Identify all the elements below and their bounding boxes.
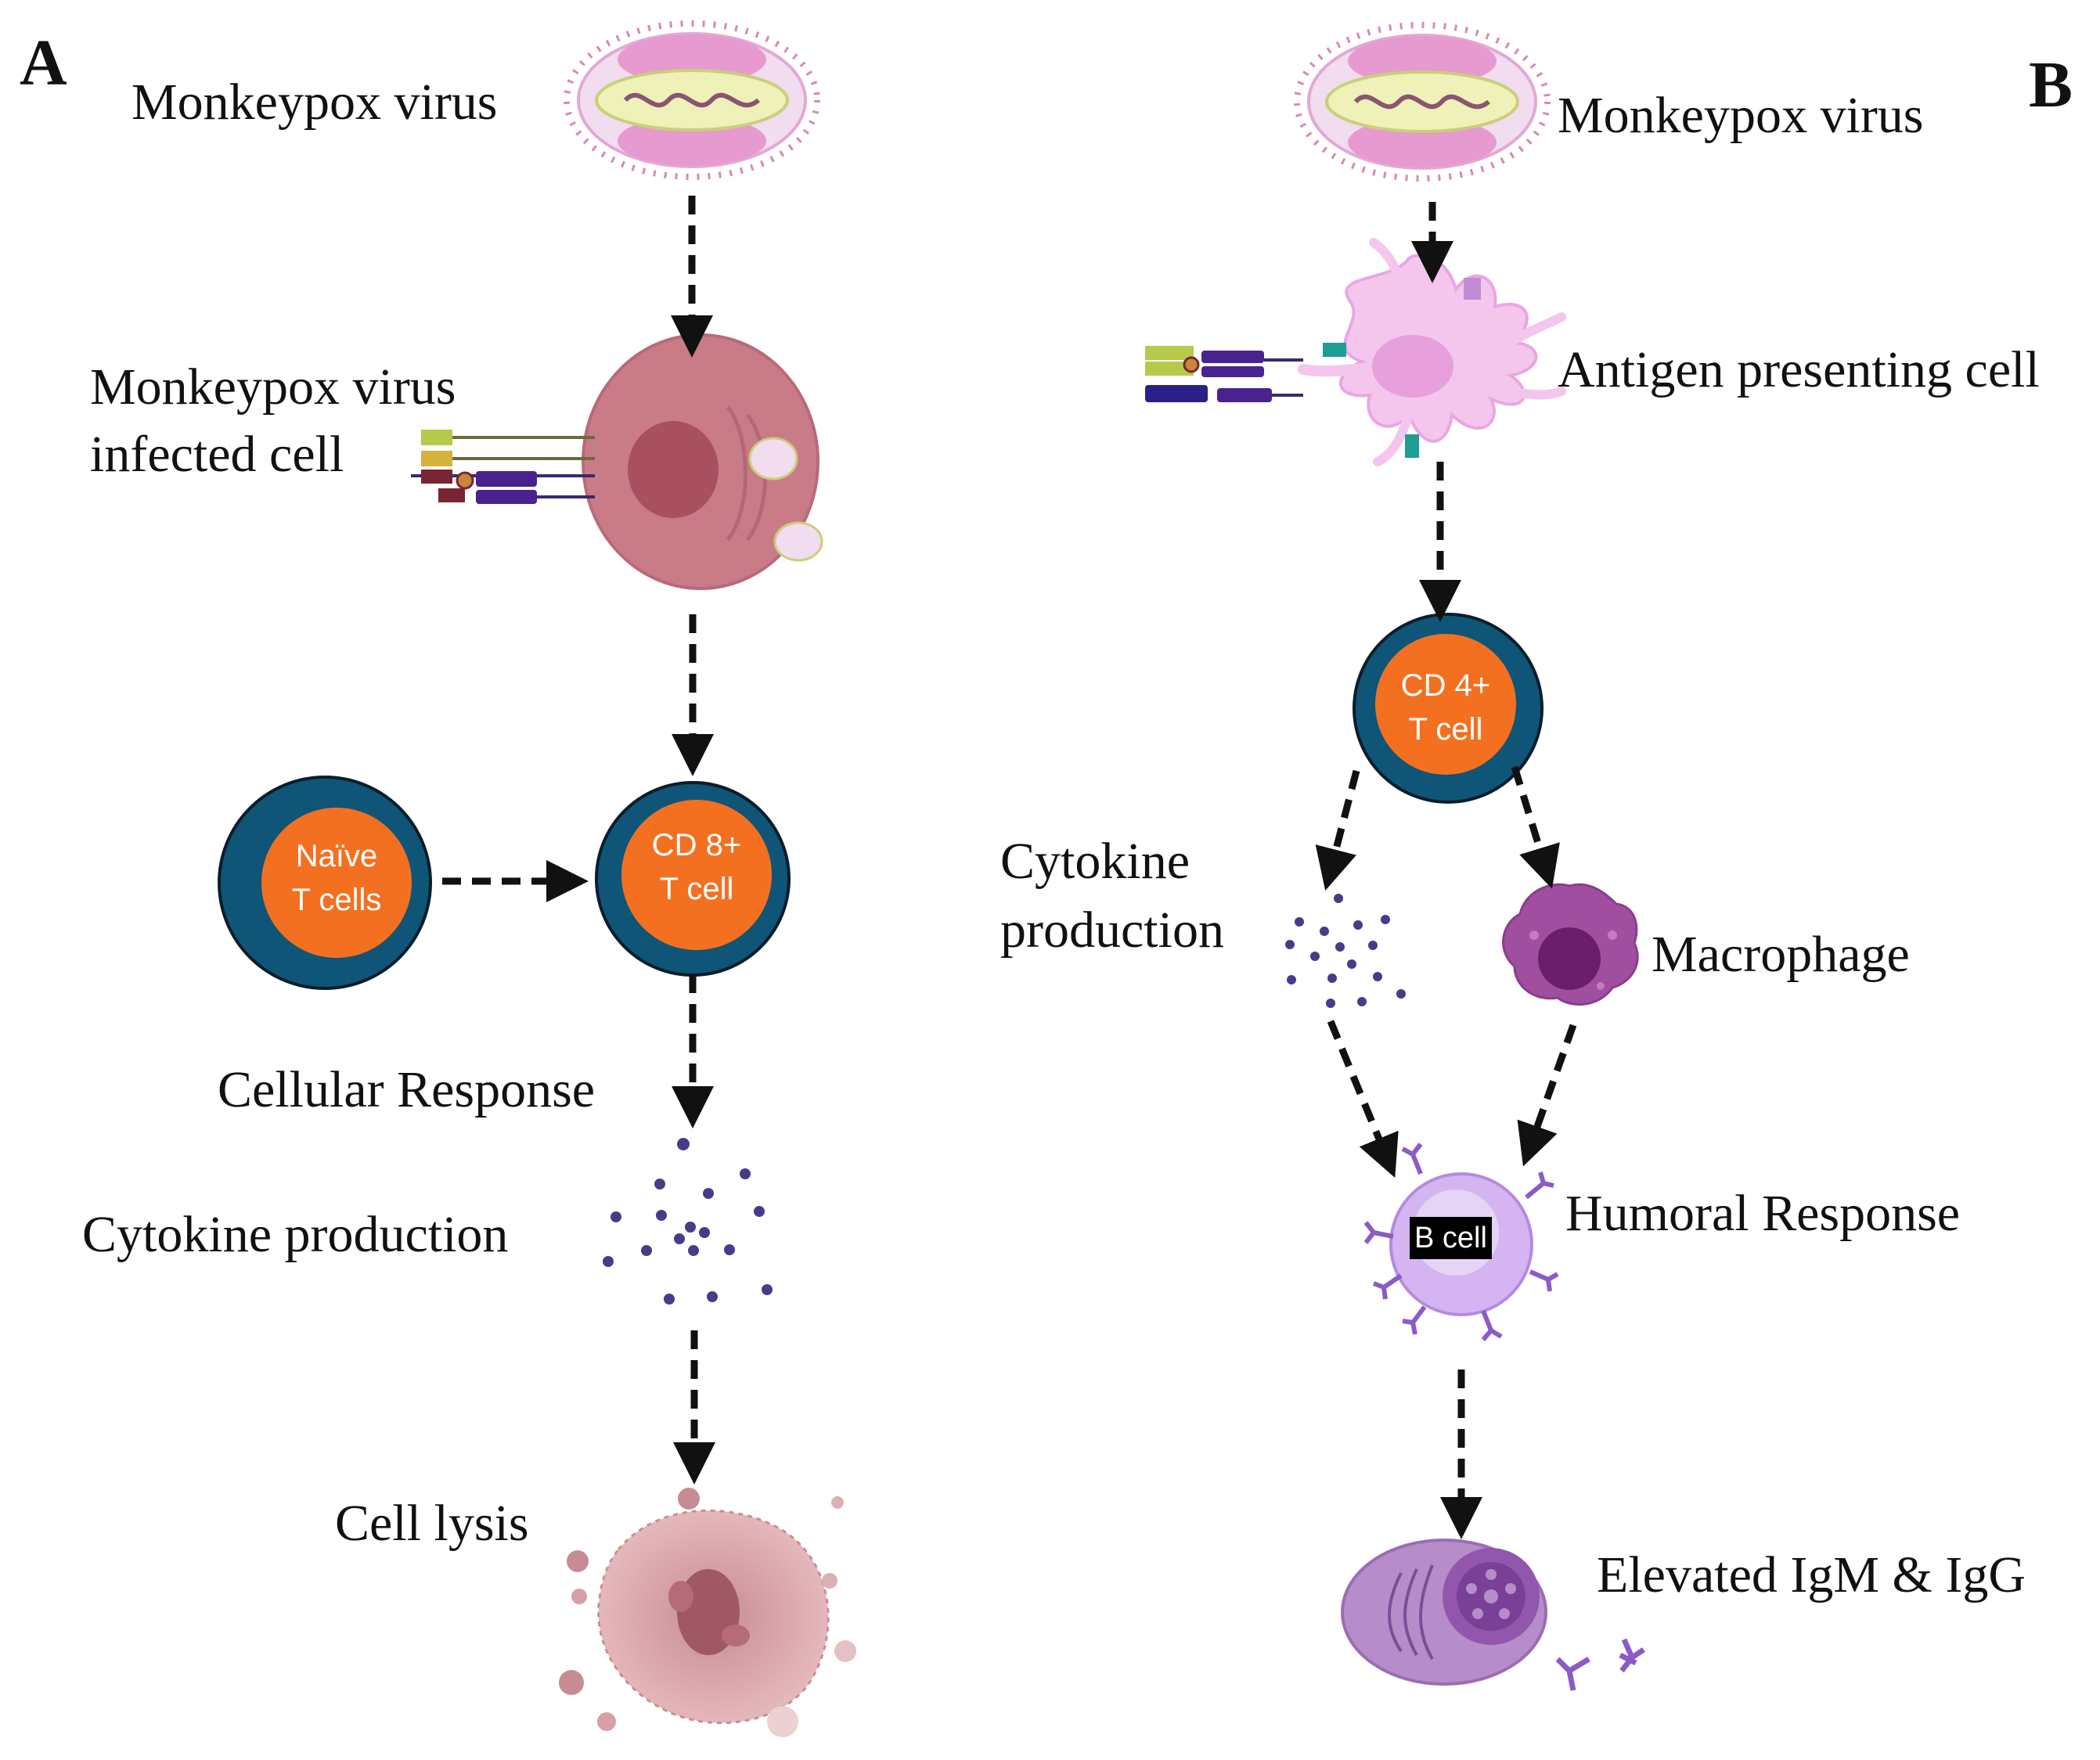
cellular-response-label: Cellular Response bbox=[218, 1061, 596, 1118]
macrophage-label: Macrophage bbox=[1652, 926, 1910, 983]
cd8-tcell-icon bbox=[595, 781, 791, 977]
antigen-presenting-cell-icon bbox=[1298, 238, 1566, 466]
cd8-tcell-line2: T cell bbox=[659, 872, 734, 906]
infected-cell-icon bbox=[582, 333, 823, 590]
mhc-receptor-icon-a bbox=[411, 430, 595, 504]
monkeypox-virus-icon-a bbox=[564, 20, 820, 180]
cell-lysis-label: Cell lysis bbox=[335, 1495, 529, 1552]
cd4-tcell-line1: CD 4+ bbox=[1400, 668, 1491, 703]
macrophage-icon bbox=[1502, 883, 1639, 1006]
cytokine-dots-a bbox=[603, 1138, 773, 1305]
plasma-cell-icon bbox=[1341, 1539, 1547, 1686]
naive-tcell-label: Naïve T cells bbox=[258, 834, 415, 922]
naive-tcell-line1: Naïve bbox=[295, 839, 378, 873]
virus-label-b: Monkeypox virus bbox=[1558, 87, 1924, 144]
cd8-tcell-label: CD 8+ T cell bbox=[618, 823, 775, 911]
cytokine-label-a: Cytokine production bbox=[82, 1206, 509, 1263]
bcell-label: B cell bbox=[1410, 1217, 1492, 1259]
infected-cell-label-line1: Monkeypox virus bbox=[90, 358, 456, 416]
cell-lysis-icon bbox=[559, 1488, 856, 1737]
cd8-tcell-line1: CD 8+ bbox=[651, 828, 742, 862]
cd4-tcell-icon bbox=[1353, 613, 1543, 804]
arrows-panel-b bbox=[1315, 202, 1577, 1539]
arrows-panel-a bbox=[442, 196, 715, 1485]
elevated-igm-igg-label: Elevated IgM & IgG bbox=[1597, 1546, 2026, 1603]
cytokine-label-b-line1: Cytokine bbox=[1000, 833, 1190, 890]
cd4-tcell-line2: T cell bbox=[1408, 712, 1483, 747]
infected-cell-label-line2: infected cell bbox=[90, 426, 344, 483]
mhc-receptor-icon-b bbox=[1145, 346, 1303, 402]
naive-tcell-line2: T cells bbox=[291, 883, 382, 917]
antibody-icons bbox=[1555, 1638, 1645, 1691]
panel-a-letter: A bbox=[20, 27, 67, 99]
monkeypox-virus-icon-b bbox=[1294, 22, 1551, 182]
virus-label-a: Monkeypox virus bbox=[131, 74, 498, 131]
humoral-response-label: Humoral Response bbox=[1565, 1185, 1961, 1242]
naive-tcell-icon bbox=[218, 776, 432, 990]
cd4-tcell-label: CD 4+ T cell bbox=[1367, 664, 1524, 751]
cytokine-label-b-line2: production bbox=[1000, 902, 1224, 959]
apc-label: Antigen presenting cell bbox=[1558, 341, 2040, 398]
cytokine-dots-b bbox=[1285, 894, 1406, 1008]
panel-b-letter: B bbox=[2029, 49, 2073, 121]
